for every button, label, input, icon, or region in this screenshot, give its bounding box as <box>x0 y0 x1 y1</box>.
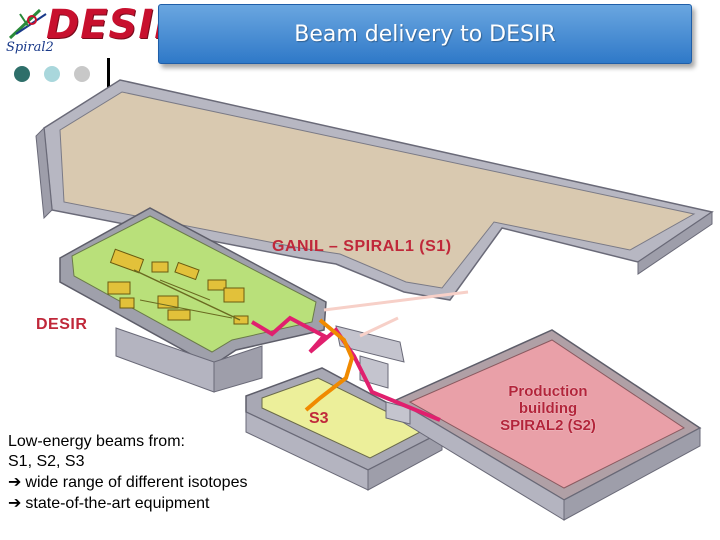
notes-line2: S1, S2, S3 <box>8 453 85 470</box>
arrow-icon: ➔ <box>8 472 22 491</box>
decor-dot-dark <box>14 66 30 82</box>
decor-dot-grey <box>74 66 90 82</box>
arrow-icon: ➔ <box>8 493 22 512</box>
production-building-label: Production building SPIRAL2 (S2) <box>482 383 614 434</box>
notes-line4: ➔state-of-the-art equipment <box>8 493 247 514</box>
production-label-line3: SPIRAL2 (S2) <box>500 417 596 434</box>
logo-emblem-icon <box>8 8 47 40</box>
production-label-line1: Production <box>508 383 588 400</box>
notes-line3-text: wide range of different isotopes <box>25 474 248 491</box>
logo-subtext: Spiral2 <box>6 40 54 55</box>
page-title: Beam delivery to DESIR <box>294 21 556 47</box>
s3-hall <box>245 367 444 491</box>
notes-line4-text: state-of-the-art equipment <box>25 495 210 512</box>
decor-dot-light <box>44 66 60 82</box>
ganil-hall <box>35 79 714 301</box>
desir-label: DESIR <box>36 316 88 333</box>
s3-label: S3 <box>309 410 329 427</box>
notes-block: Low-energy beams from: S1, S2, S3 ➔wide … <box>8 432 247 514</box>
notes-line1: Low-energy beams from: <box>8 433 185 450</box>
production-building <box>394 329 702 521</box>
notes-line3: ➔wide range of different isotopes <box>8 472 247 493</box>
ganil-label: GANIL – SPIRAL1 (S1) <box>272 238 452 255</box>
title-banner: Beam delivery to DESIR <box>158 4 692 64</box>
production-label-line2: building <box>518 400 578 417</box>
beamlines <box>250 290 469 422</box>
tunnels <box>335 325 411 425</box>
